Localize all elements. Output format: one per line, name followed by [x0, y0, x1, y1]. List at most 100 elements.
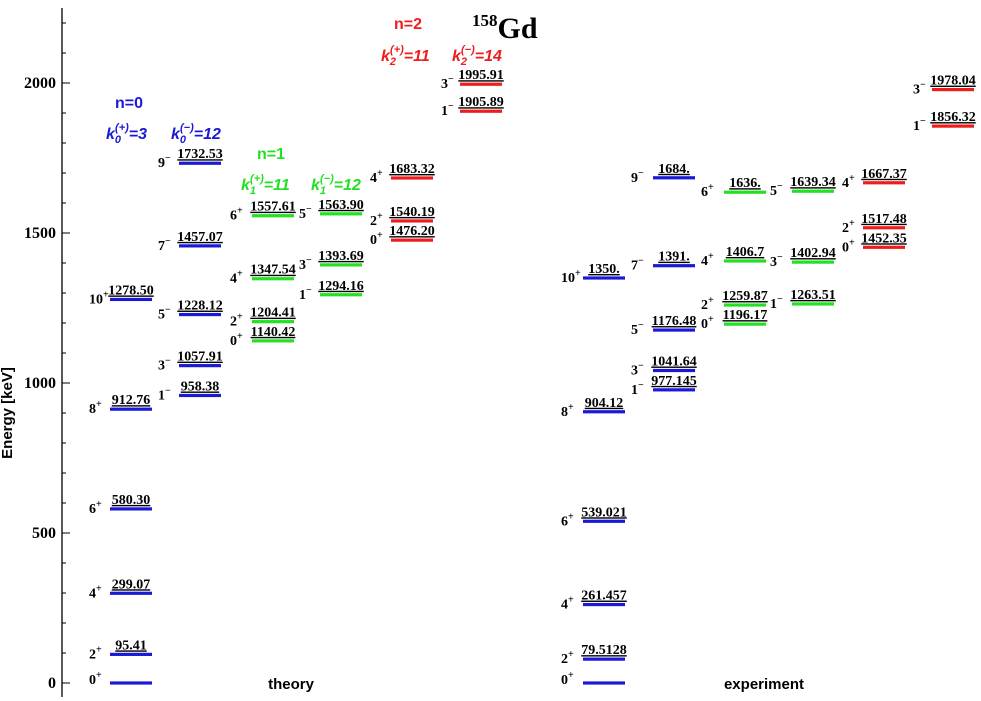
level-bar [320, 263, 362, 267]
energy-value-label: 904.12 [585, 396, 624, 411]
energy-value-label: 1041.64 [651, 355, 697, 370]
energy-level: 3−1057.91 [158, 350, 223, 374]
level-bar [583, 657, 625, 661]
level-bar [252, 214, 294, 218]
energy-level: 2+95.41 [89, 638, 152, 662]
y-tick-label: 2000 [24, 75, 56, 92]
level-bar [932, 124, 974, 128]
spin-parity-label: 4+ [230, 269, 243, 287]
energy-value-label: 1176.48 [652, 314, 697, 329]
level-bar [863, 226, 905, 230]
energy-value-label: 1402.94 [790, 246, 836, 261]
energy-value-label: 1294.16 [318, 279, 364, 294]
energy-level: 5−1563.90 [299, 198, 364, 222]
section-label-theory: theory [268, 676, 315, 693]
level-bar [110, 297, 152, 302]
level-bar [724, 322, 766, 326]
energy-value-label: 539.021 [581, 505, 627, 520]
spin-parity-label: 0+ [89, 670, 102, 688]
energy-level: 1−1856.32 [913, 110, 976, 134]
spin-parity-label: 2+ [701, 295, 714, 313]
spin-parity-label: 7− [631, 256, 644, 274]
spin-parity-label: 0+ [230, 331, 243, 349]
energy-value-label: 1263.51 [790, 288, 836, 303]
energy-value-label: 958.38 [181, 379, 220, 394]
energy-value-label: 977.145 [651, 374, 697, 389]
quantum-number-k1p: k1(+)=11 [241, 173, 290, 197]
energy-level: 6+1636. [701, 176, 766, 200]
energy-value-label: 580.30 [112, 493, 151, 508]
level-bar [724, 303, 766, 307]
energy-value-label: 1278.50 [108, 283, 154, 298]
quantum-number-k2m: k2(−)=14 [452, 44, 502, 68]
spin-parity-label: 5− [299, 204, 312, 222]
energy-level: 0+1476.20 [370, 224, 435, 248]
spin-parity-label: 1− [441, 101, 454, 119]
spin-parity-label: 4+ [701, 251, 714, 269]
energy-level: 1− 958.38 [158, 379, 221, 403]
level-bar [653, 328, 695, 332]
energy-level: 6+1557.61 [230, 200, 296, 224]
spin-parity-label: 1− [158, 385, 171, 403]
spin-parity-label: 6+ [701, 182, 714, 200]
spin-parity-label: 10+ [561, 268, 581, 286]
quantum-number-k2p: k2(+)=11 [381, 44, 430, 68]
y-tick-label: 1500 [24, 225, 56, 242]
level-bar [391, 238, 433, 242]
energy-value-label: 1196.17 [723, 308, 768, 323]
spin-parity-label: 1− [631, 380, 644, 398]
spin-parity-label: 6+ [89, 499, 102, 517]
energy-value-label: 1684. [658, 162, 690, 177]
level-bar [179, 393, 221, 398]
level-bar [179, 161, 221, 165]
quantum-number-k1m: k1(−)=12 [311, 173, 361, 197]
level-bar [460, 82, 502, 86]
energy-level: 0+ 1196.17 [701, 308, 767, 332]
level-bar [863, 245, 905, 249]
quantum-number-k0m: k0(−)=12 [171, 122, 221, 146]
level-bar [110, 652, 152, 656]
energy-value-label: 1978.04 [930, 74, 976, 89]
energy-level: 3−1978.04 [913, 74, 976, 98]
y-tick-label: 0 [48, 675, 56, 692]
spin-parity-label: 0+ [842, 237, 855, 255]
energy-value-label: 1517.48 [861, 212, 907, 227]
energy-value-label: 1639.34 [790, 175, 836, 190]
spin-parity-label: 8+ [561, 402, 574, 420]
energy-level: 7− 1391. [631, 250, 695, 274]
spin-parity-label: 0+ [701, 314, 714, 332]
energy-level: 7−1457.07 [158, 230, 223, 254]
level-bar [320, 212, 362, 216]
energy-level: 3−1402.94 [770, 246, 836, 270]
spin-parity-label: 2+ [89, 644, 102, 662]
energy-value-label: 1393.69 [318, 249, 364, 264]
energy-value-label: 1905.89 [458, 95, 504, 110]
level-bar [110, 507, 152, 511]
y-tick-label: 1000 [24, 375, 56, 392]
energy-value-label: 1732.53 [177, 147, 223, 162]
energy-level: 1−1294.16 [299, 279, 364, 303]
energy-value-label: 1140.42 [251, 325, 296, 340]
energy-level: 4+1683.32 [370, 162, 435, 186]
energy-value-label: 1557.61 [250, 200, 296, 215]
level-bar [252, 339, 294, 343]
energy-levels: 0+2+95.414+299.076+580.308+912.7610+1278… [89, 68, 976, 688]
energy-level: 8+ 904.12 [561, 396, 625, 420]
level-bar [863, 181, 905, 185]
energy-level: 2+79.5128 [561, 643, 627, 667]
energy-value-label: 1350. [588, 262, 620, 277]
y-tick-label: 500 [32, 525, 56, 542]
energy-level: 3− 1393.69 [299, 249, 364, 273]
energy-value-label: 261.457 [581, 589, 627, 604]
spin-parity-label: 3− [299, 255, 312, 273]
group-label-n0: n=0 [115, 95, 143, 112]
quantum-number-k0p: k0(+)=3 [106, 122, 147, 146]
level-bar [583, 276, 625, 280]
energy-value-label: 1391. [658, 250, 690, 265]
level-bar [252, 320, 294, 324]
level-bar [653, 368, 695, 373]
spin-parity-label: 6+ [561, 511, 574, 529]
energy-level: 4+1667.37 [842, 167, 907, 191]
